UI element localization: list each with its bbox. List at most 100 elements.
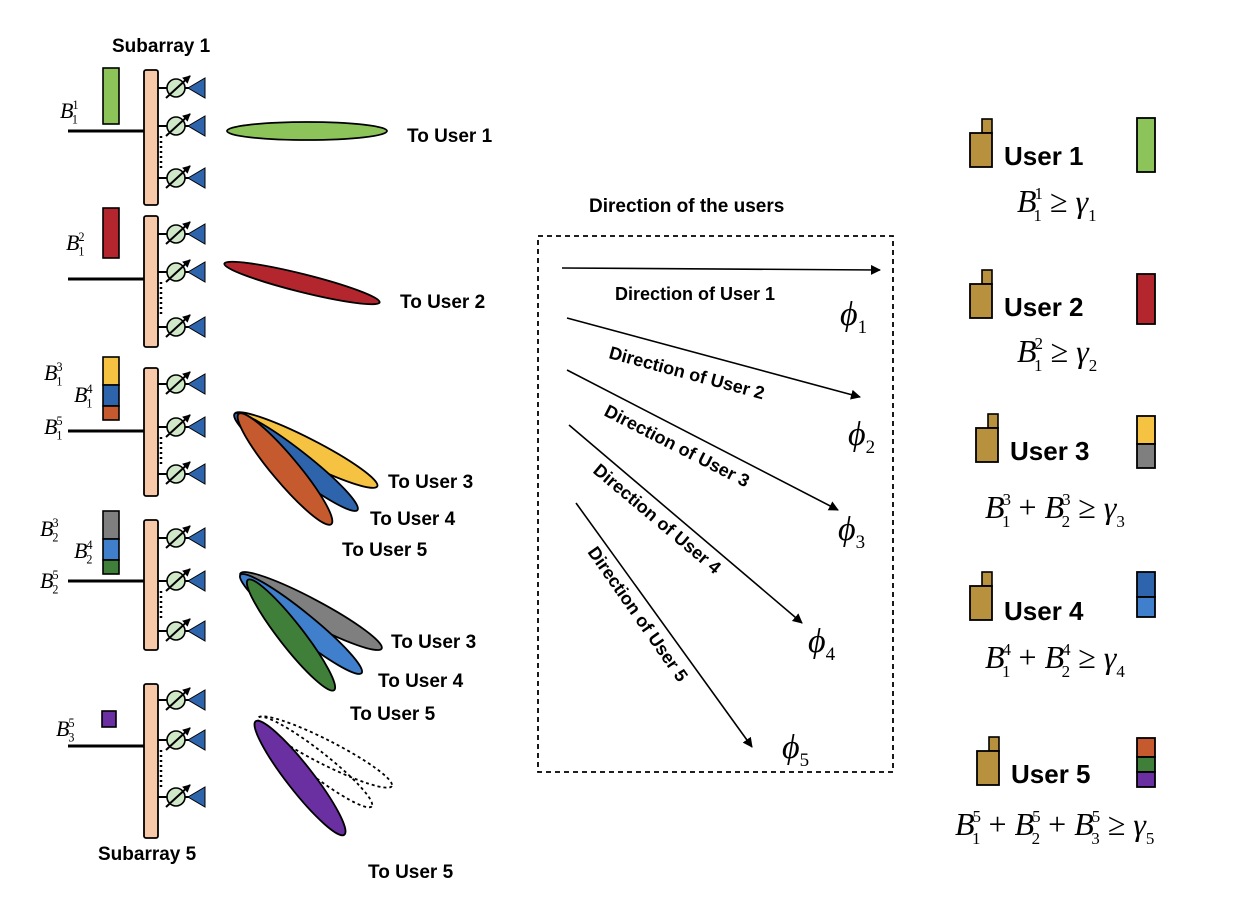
direction-label: Direction of User 2: [607, 343, 767, 404]
antenna-icon: [187, 115, 206, 137]
power-block: [1136, 117, 1156, 173]
beam-sa5-user5: [253, 719, 347, 837]
phi-symbol: ϕ4: [808, 623, 836, 665]
phi-glyph: ϕ: [848, 416, 866, 453]
power-block: [1136, 415, 1156, 445]
gamma-index: 1: [1088, 206, 1097, 225]
b-symbol: B: [985, 639, 1005, 675]
b-symbol: B: [44, 414, 57, 439]
geq-sign: ≥: [1043, 333, 1077, 369]
user-1: User 1 B11​ ≥ γ1: [969, 117, 1156, 225]
phi-glyph: ϕ: [808, 623, 826, 660]
user-name: User 1: [1004, 141, 1084, 171]
direction-arrow: [568, 424, 803, 624]
power-block: [1136, 273, 1156, 325]
power-block: [102, 510, 120, 540]
antenna-icon: [187, 373, 206, 395]
device-icon: [969, 283, 993, 319]
antenna-row: [158, 784, 206, 808]
power-block: [102, 405, 120, 421]
b-symbol: B: [44, 360, 57, 385]
b-symbol: B: [985, 489, 1005, 525]
beam-label-sa5: To User 5: [368, 862, 454, 883]
direction-box: [537, 235, 894, 773]
beam-label-sa3-u4: To User 4: [370, 509, 456, 530]
antenna-row: [158, 687, 206, 711]
beam-sa1-user1: [226, 121, 388, 141]
phase-arrow: [165, 221, 191, 245]
panel-bar: [143, 683, 159, 839]
subarray-5-label: Subarray 5: [98, 844, 197, 865]
antenna-icon: [187, 729, 206, 751]
phase-arrow: [165, 259, 191, 283]
power-block: [101, 710, 117, 728]
antenna-row: [158, 314, 206, 338]
geq-sign: ≥: [1070, 639, 1104, 675]
phi-index: 3: [856, 532, 866, 553]
power-block: [1136, 443, 1156, 469]
plus-sign: +: [1011, 489, 1045, 525]
subscript-index: 1: [1034, 356, 1043, 375]
antenna-icon: [187, 689, 206, 711]
antenna-row: [158, 259, 206, 283]
phase-arrow: [165, 727, 191, 751]
antenna-row: [158, 371, 206, 395]
antenna-row: [158, 414, 206, 438]
beam-sa5-ghost-1: [257, 715, 393, 789]
direction-arrow: [575, 502, 753, 748]
gamma-symbol: γ: [1076, 333, 1090, 369]
plus-sign: +: [1011, 639, 1045, 675]
gamma-index: 4: [1116, 662, 1125, 681]
device-antenna: [981, 571, 993, 587]
antenna-row: [158, 727, 206, 751]
direction-user-2: Direction of User 2 ϕ2: [566, 317, 875, 458]
device-icon: [969, 585, 993, 621]
power-block: [102, 356, 120, 386]
phi-index: 1: [858, 317, 868, 338]
b-symbol: B: [66, 230, 79, 255]
gamma-symbol: γ: [1104, 489, 1118, 525]
superscript-index: 3: [52, 516, 58, 530]
power-block: [1136, 596, 1156, 618]
antenna-row: [158, 221, 206, 245]
phase-arrow: [165, 568, 191, 592]
beams: [223, 121, 393, 837]
device-antenna: [987, 413, 999, 429]
antenna-row: [158, 75, 206, 99]
superscript-index: 5: [68, 716, 74, 730]
subscript-index: 1: [1002, 662, 1011, 681]
subscript-index: 1: [56, 429, 62, 443]
phase-arrow: [165, 618, 191, 642]
antenna-icon: [187, 261, 206, 283]
antenna-row: [158, 568, 206, 592]
device-antenna: [981, 118, 993, 134]
geq-sign: ≥: [1100, 806, 1134, 842]
phase-arrow: [165, 687, 191, 711]
antenna-row: [158, 525, 206, 549]
superscript-index: 3: [56, 360, 62, 374]
beam-sa2-user2: [223, 260, 381, 306]
phi-index: 2: [866, 437, 876, 458]
subscript-index: 1: [1002, 512, 1011, 531]
device-icon: [975, 427, 999, 463]
phase-arrow: [165, 314, 191, 338]
power-block: [1136, 737, 1156, 758]
subscript-index: 1: [78, 245, 84, 259]
gamma-index: 5: [1146, 829, 1155, 848]
user-name: User 2: [1004, 292, 1084, 322]
b-symbol: B: [1045, 639, 1065, 675]
subscript-index: 1: [56, 375, 62, 389]
device-icon: [976, 750, 1000, 786]
superscript-index: 4: [86, 382, 92, 396]
phi-symbol: ϕ2: [848, 416, 875, 458]
direction-title: Direction of the users: [589, 196, 784, 217]
constraint-equation: B11​ ≥ γ1: [1017, 183, 1097, 225]
b-symbol: B: [74, 538, 87, 563]
superscript-index: 5: [52, 568, 58, 582]
